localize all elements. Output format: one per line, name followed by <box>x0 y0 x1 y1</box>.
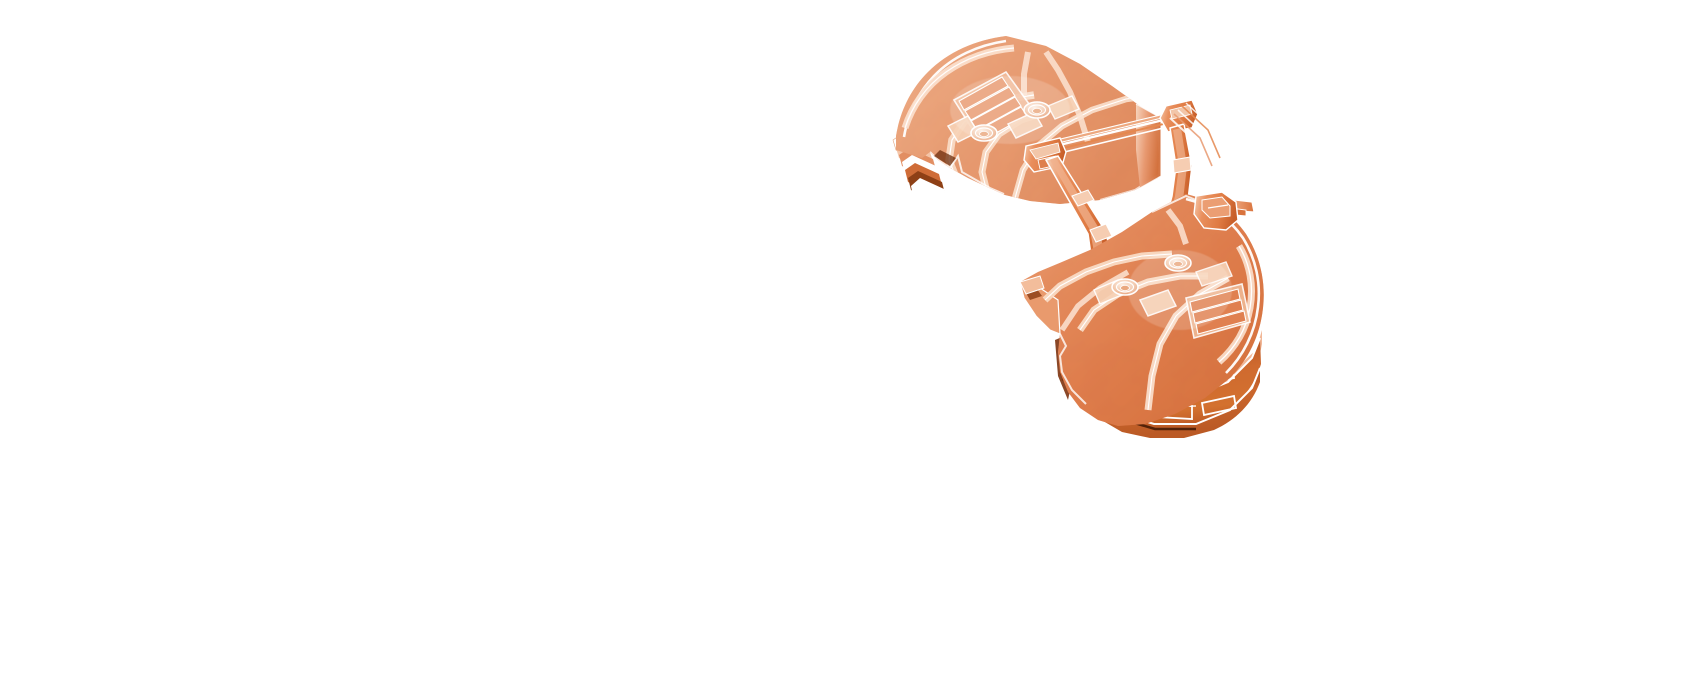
part-cross-brace <box>1050 109 1181 156</box>
ambient-highlights <box>950 76 1232 330</box>
strut-left-knuckle-lower <box>1089 223 1113 243</box>
strut-right-knuckle-upper <box>1172 156 1192 174</box>
upper-panel-band-right <box>1043 50 1091 143</box>
lower-panel-band-left <box>1059 269 1130 332</box>
strut-left-knuckle-upper <box>1071 189 1095 207</box>
tie-rod-bundle <box>1169 102 1225 171</box>
lower-panel-latch-bracket <box>1193 191 1239 231</box>
upper-panel-notch-edge <box>929 151 1005 195</box>
lower-panel-connector-rib <box>1165 208 1189 245</box>
lower-panel-notch-edge <box>1058 333 1087 405</box>
upper-panel-notch-shadow <box>934 150 956 166</box>
cutout-4 <box>1200 394 1238 417</box>
